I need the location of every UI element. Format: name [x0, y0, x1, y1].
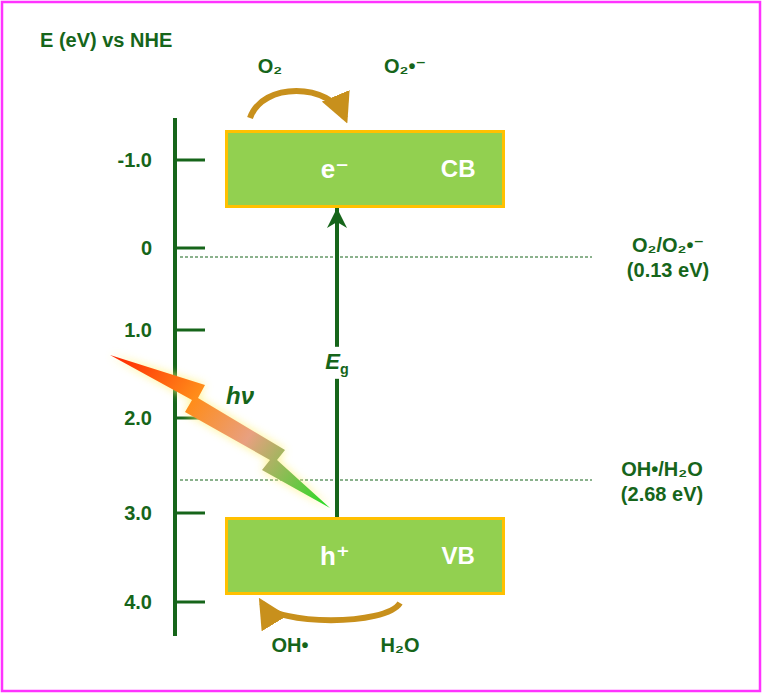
- species-label: H₂O: [381, 633, 420, 658]
- reaction-arrow: [250, 91, 345, 118]
- species-label: OH•: [271, 633, 308, 658]
- photon-label: hν: [226, 381, 254, 411]
- band-label: VB: [441, 542, 474, 570]
- hole-label: h⁺: [320, 541, 350, 572]
- tick-label: 4.0: [124, 590, 152, 615]
- electron-label: e⁻: [321, 154, 349, 185]
- tick-label: 3.0: [124, 501, 152, 526]
- energy-band: h⁺ VB: [225, 517, 505, 595]
- tick-label: 1.0: [124, 318, 152, 343]
- light-bolt: [110, 355, 330, 508]
- reaction-arrow: [262, 603, 400, 620]
- species-label: O₂: [258, 54, 282, 79]
- light-glow: [110, 355, 330, 508]
- tick-label: -1.0: [118, 148, 152, 173]
- species-label: O₂•⁻: [384, 54, 426, 79]
- tick-label: 0: [141, 236, 152, 261]
- redox-level: [180, 480, 592, 481]
- redox-potential: OH•/H₂O (2.68 eV): [606, 457, 718, 507]
- bandgap-label: Eg: [321, 346, 352, 378]
- band-label: CB: [441, 155, 476, 183]
- redox-level: [180, 257, 592, 258]
- energy-band: e⁻ CB: [225, 130, 505, 208]
- tick-label: 2.0: [124, 406, 152, 431]
- axis-title: E (eV) vs NHE: [40, 28, 172, 53]
- redox-potential: O₂/O₂•⁻ (0.13 eV): [612, 233, 724, 283]
